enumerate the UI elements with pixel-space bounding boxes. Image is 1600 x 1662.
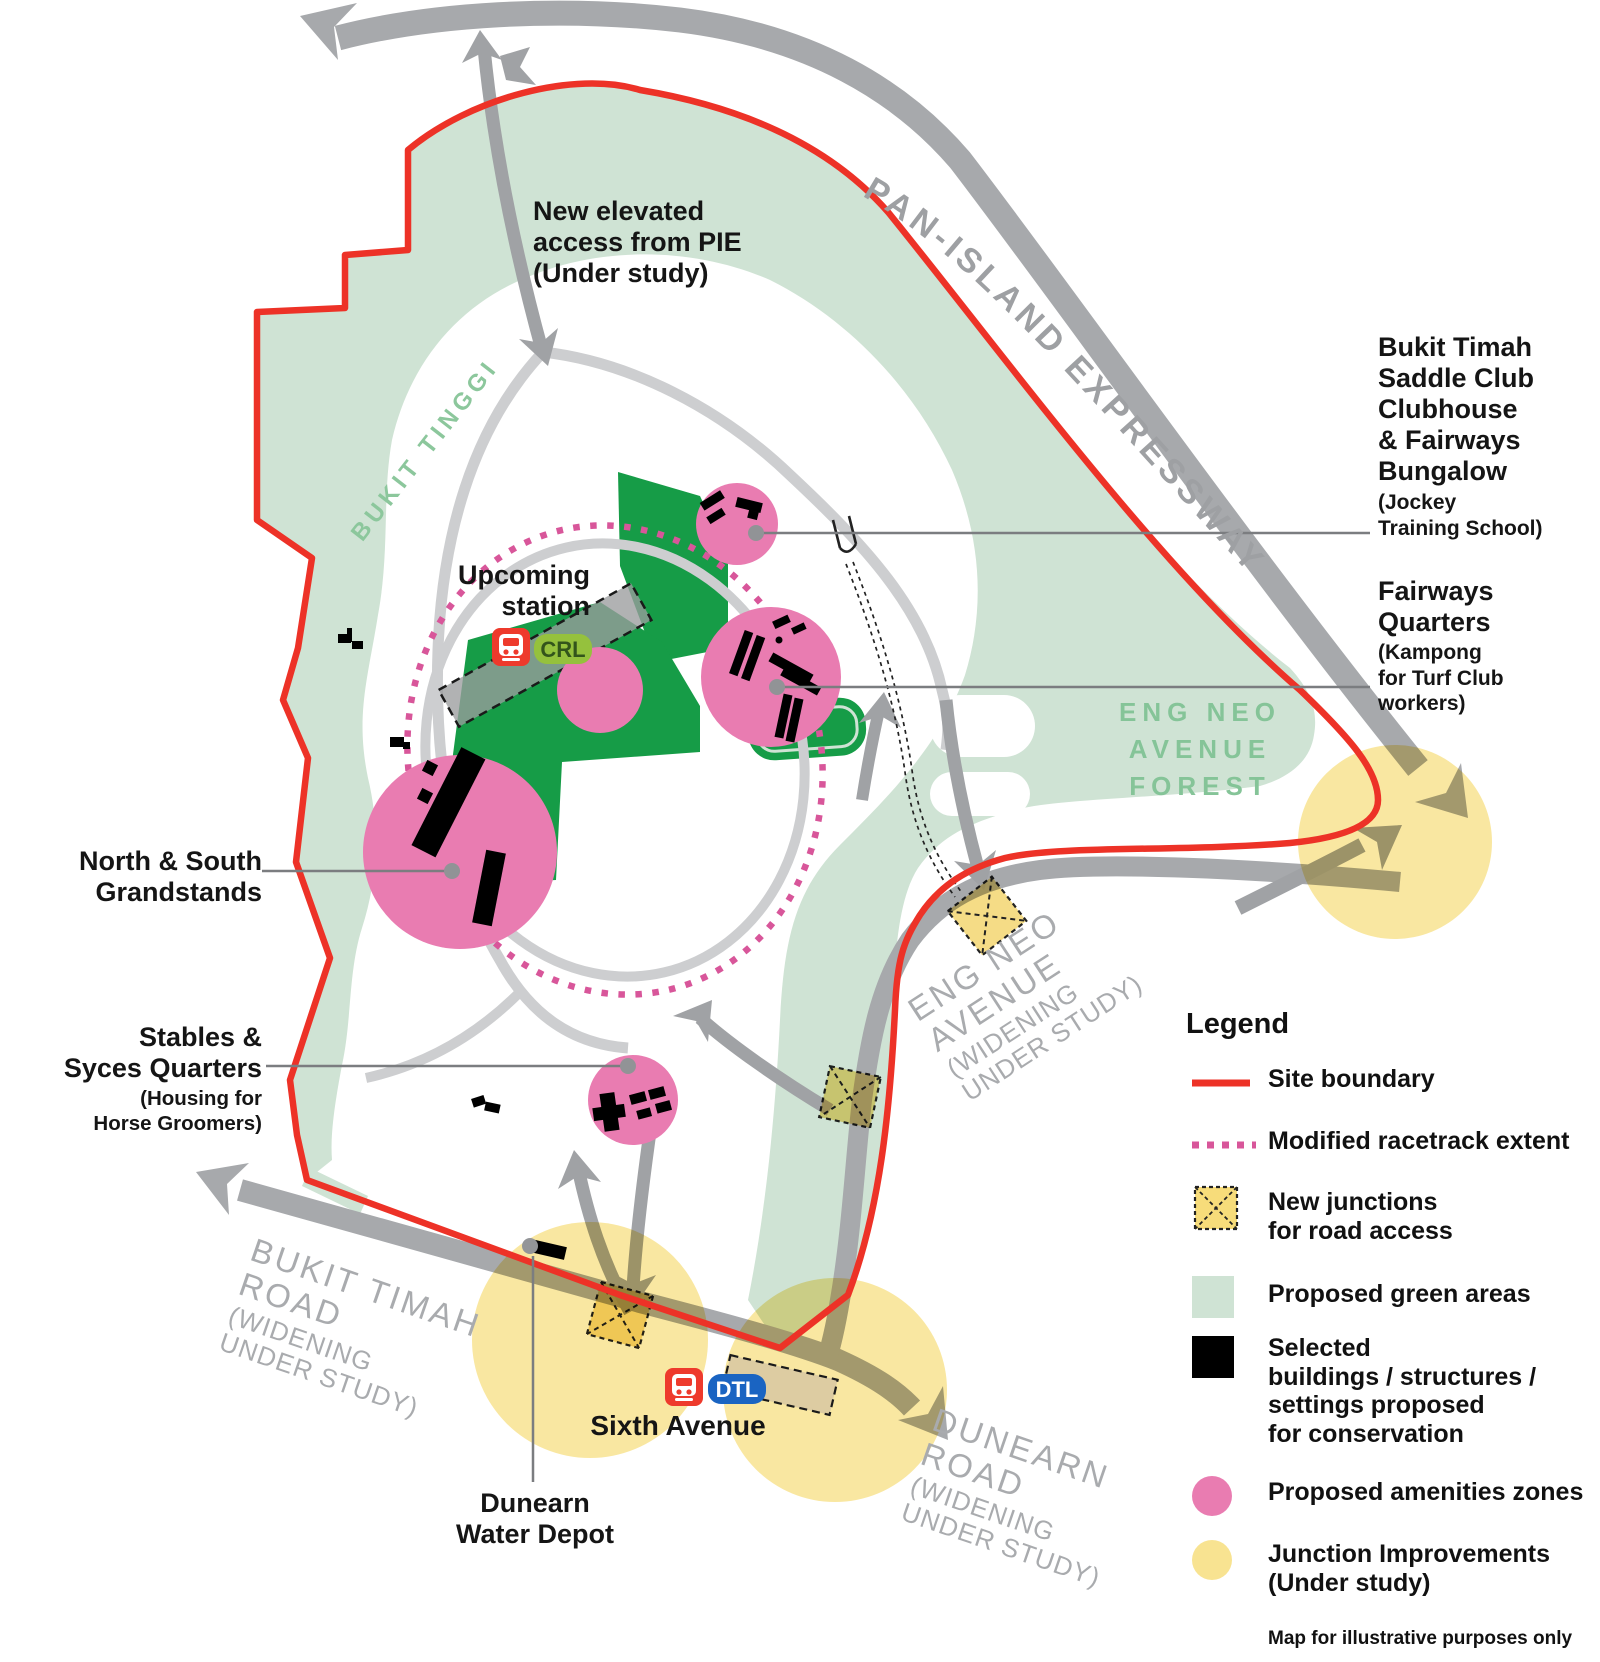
dtl-station-marker: DTL	[665, 1368, 766, 1406]
crl-badge	[534, 634, 592, 664]
legend-label-new-junctions: New junctions for road access	[1268, 1188, 1453, 1245]
pan-island-expressway-road	[334, 0, 1428, 776]
train-icon	[492, 628, 530, 666]
amenity-zone	[557, 647, 643, 733]
forest-notch	[930, 772, 1030, 816]
legend-swatch-conservation	[1192, 1336, 1234, 1378]
saddle-club-sublabel: (Jockey Training School)	[1378, 491, 1543, 540]
conserved-buildings	[338, 490, 822, 1260]
legend-title: Legend	[1186, 1008, 1290, 1040]
legend-label-amenities: Proposed amenities zones	[1268, 1478, 1584, 1506]
amenity-grandstands	[363, 755, 557, 949]
legend-swatch-amenities	[1192, 1476, 1232, 1516]
legend-swatch-racetrack	[1192, 1141, 1256, 1149]
crl-badge-label: CRL	[540, 637, 585, 662]
grandstands-label: North & South Grandstands	[79, 846, 262, 908]
amenity-fairways-quarters	[701, 607, 841, 747]
bukit-timah-arrowhead	[196, 1163, 249, 1215]
rail-corridor-dashed	[845, 561, 963, 898]
dtl-station-box	[721, 1353, 839, 1417]
legend-label-site-boundary: Site boundary	[1268, 1065, 1435, 1093]
legend-label-green-areas: Proposed green areas	[1268, 1280, 1531, 1308]
legend-label-racetrack: Modified racetrack extent	[1268, 1127, 1570, 1155]
legend-swatch-new-junctions	[1193, 1185, 1239, 1231]
new-access-label: New elevated access from PIE (Under stud…	[533, 196, 742, 289]
dunearn-water-depot-building	[528, 1239, 567, 1260]
legend-swatch-green-areas	[1192, 1276, 1234, 1318]
dtl-badge-label: DTL	[716, 1377, 759, 1402]
legend-swatch-site-boundary	[1192, 1079, 1250, 1087]
legend-label-conservation: Selected buildings / structures / settin…	[1268, 1334, 1537, 1448]
sixth-avenue-label: Sixth Avenue	[590, 1410, 766, 1441]
stables-sublabel: (Housing for Horse Groomers)	[93, 1087, 262, 1135]
train-icon	[665, 1368, 703, 1406]
depot-leader-dot	[522, 1238, 538, 1254]
stables-label: Stables & Syces Quarters	[63, 1022, 262, 1084]
site-boundary-line	[253, 80, 1382, 1352]
dtl-badge	[708, 1374, 766, 1404]
pie-west-arrowhead	[300, 3, 357, 60]
eng-neo-forest-label: ENG NEO AVENUE FOREST	[1119, 697, 1281, 801]
upcoming-station-label: Upcoming station	[458, 560, 590, 622]
fairways-quarters-sublabel: (Kampong for Turf Club workers)	[1378, 641, 1504, 716]
map-disclaimer-note: Map for illustrative purposes only	[1268, 1628, 1573, 1649]
dunearn-water-depot-label: Dunearn Water Depot	[455, 1488, 614, 1550]
crl-station-marker: CRL	[492, 628, 592, 666]
amenity-saddle-club	[696, 483, 778, 565]
legend-swatch-junction-improvements	[1192, 1540, 1232, 1580]
saddle-club-label: Bukit Timah Saddle Club Clubhouse & Fair…	[1378, 332, 1535, 487]
arrow-fletching	[500, 47, 536, 85]
fairways-quarters-label: Fairways Quarters	[1378, 576, 1494, 638]
leader-lines	[262, 525, 1370, 1482]
legend-label-junction-improvements: Junction Improvements (Under study)	[1268, 1540, 1550, 1597]
